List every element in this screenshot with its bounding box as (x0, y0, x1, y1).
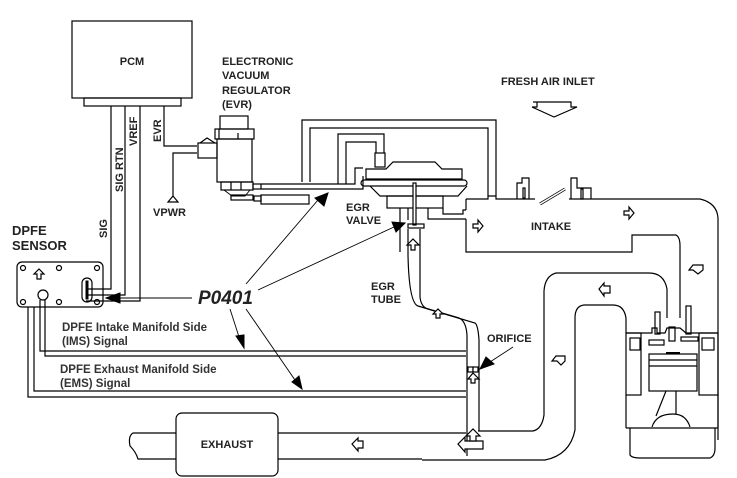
pointer-arrow-icon (104, 292, 121, 304)
vacuum-hoses (301, 119, 497, 196)
intake-label: INTAKE (531, 221, 571, 233)
exhaust-runner (422, 272, 668, 461)
dpfe-sensor-label-line1: DPFE (12, 223, 47, 238)
ims-signal-label-line1: DPFE Intake Manifold Side (62, 322, 207, 334)
sig-rtn-wire-label: SIG RTN (114, 147, 126, 192)
engine-cylinder (625, 305, 719, 459)
pointer-arrow-icon (235, 334, 245, 350)
dpfe-sensor-label-line2: SENSOR (12, 238, 68, 253)
fresh-air-inlet-label: FRESH AIR INLET (501, 76, 595, 88)
intake-flow-arrow-icon (623, 205, 635, 221)
exhaust-flow-arrow-icon (351, 436, 364, 453)
evr-valve-body (197, 115, 364, 205)
dpfe-flow-arrow-icon (32, 268, 46, 280)
orifice-left-port (467, 366, 474, 373)
ems-signal-label-line1: DPFE Exhaust Manifold Side (60, 364, 217, 376)
evr-label-line1: ELECTRONIC (222, 56, 294, 68)
pointer-arrow-icon (291, 375, 303, 391)
vref-wire-label: VREF (128, 116, 140, 146)
egr-flow-arrow-icon (466, 372, 481, 384)
pcm-wires (86, 106, 197, 302)
exhaust-pipe: EXHAUST (128, 412, 466, 477)
evr-label-line4: (EVR) (222, 99, 252, 111)
ims-signal-label-line2: (IMS) Signal (62, 336, 128, 348)
vpwr-label: VPWR (153, 207, 186, 219)
egr-valve-label-line2: VALVE (346, 215, 381, 227)
pointer-arrow-icon (314, 192, 329, 207)
exhaust-flow-arrow-icon (550, 355, 566, 366)
intake-manifold: INTAKE (465, 177, 719, 440)
egr-pickup-arrow-icon (457, 435, 484, 454)
exhaust-flow-arrow-icon (598, 281, 611, 298)
egr-valve-label-line1: EGR (346, 202, 370, 214)
egr-tube-label-line2: TUBE (371, 294, 401, 306)
egr-tube (407, 229, 480, 456)
evr-wire-label: EVR (152, 119, 164, 142)
egr-pickup-arrow-icon (464, 428, 482, 442)
pcm-module: PCM (71, 20, 193, 107)
evr-label-line2: VACUUM (222, 70, 269, 82)
fault-code-label: P0401 (198, 288, 253, 309)
egr-tube-label-line1: EGR (371, 281, 395, 293)
pointer-arrow-icon (391, 221, 407, 233)
orifice-right-port (472, 366, 479, 373)
intake-flow-arrow-icon (472, 218, 484, 234)
fresh-air-arrow-icon (531, 101, 578, 118)
orifice-pointer-arrow-icon (478, 356, 495, 370)
pcm-label: PCM (120, 56, 144, 68)
orifice-label: ORIFICE (487, 333, 532, 345)
egr-valve (360, 161, 468, 252)
evr-label-line3: REGULATOR (222, 85, 291, 97)
ems-signal-label-line2: (EMS) Signal (60, 378, 130, 390)
fault-pointers (104, 192, 407, 391)
dpfe-hoses (27, 300, 466, 398)
intake-down-arrow-icon (687, 264, 704, 275)
egr-flow-arrow-icon (431, 308, 445, 319)
dpfe-sensor (16, 261, 104, 308)
egr-flow-arrow-icon (405, 238, 421, 251)
exhaust-label: EXHAUST (201, 439, 254, 451)
sig-wire-label: SIG (98, 219, 110, 238)
